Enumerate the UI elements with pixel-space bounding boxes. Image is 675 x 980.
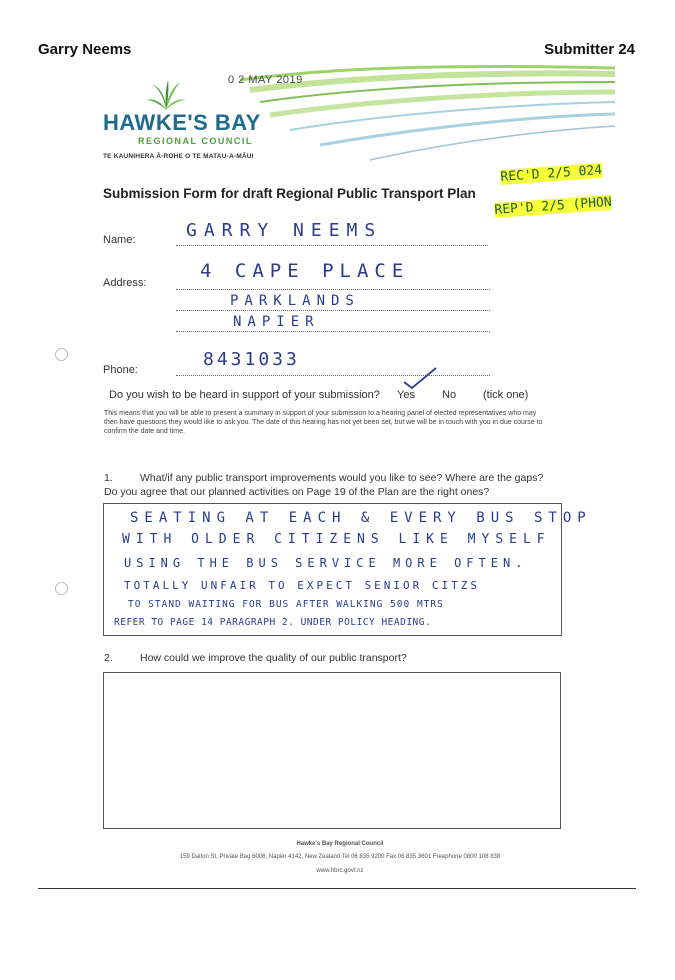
leaf-logo-icon (146, 80, 186, 110)
footer-org-name: Hawke's Bay Regional Council (296, 841, 384, 847)
heard-hint: (tick one) (483, 389, 529, 401)
answer-line: USING THE BUS SERVICE MORE OFTEN. (124, 556, 528, 570)
punch-hole-icon (55, 348, 68, 361)
replied-annotation: REP'D 2/5 (PHON (494, 194, 613, 218)
received-date-stamp: 0 2 MAY 2019 (228, 74, 303, 86)
address-line-3 (176, 331, 490, 332)
question-2-number: 2. (104, 652, 113, 664)
answer-line: TOTALLY UNFAIR TO EXPECT SENIOR CITZS (124, 579, 481, 592)
phone-label: Phone: (103, 364, 138, 376)
heard-question: Do you wish to be heard in support of yo… (109, 389, 380, 401)
name-label: Name: (103, 234, 136, 246)
question-2-answer-box[interactable] (103, 672, 561, 829)
logo-maori-name: TE KAUNIHERA Ā-ROHE O TE MATAU-A-MĀUI (103, 153, 254, 160)
question-1-answer-box[interactable]: SEATING AT EACH & EVERY BUS STOP WITH OL… (103, 503, 586, 636)
footer-website: www.hbrc.govt.nz (316, 868, 364, 874)
address-label: Address: (103, 277, 147, 289)
address-field-line-2[interactable]: PARKLANDS (230, 293, 360, 309)
phone-line (176, 375, 490, 376)
hearing-info-text: This means that you will be able to pres… (104, 410, 543, 435)
address-field-line-1[interactable]: 4 CAPE PLACE (200, 260, 410, 282)
header-swoosh-graphic (239, 64, 616, 161)
bottom-divider (38, 888, 636, 889)
punch-hole-icon (55, 582, 68, 595)
question-2-text: How could we improve the quality of our … (140, 652, 407, 664)
logo-wordmark: HAWKE'S BAY (103, 110, 261, 135)
answer-line: WITH OLDER CITIZENS LIKE MYSELF (122, 532, 551, 547)
address-line-1 (176, 289, 490, 290)
name-line (176, 245, 488, 246)
address-field-line-3[interactable]: NAPIER (233, 314, 320, 330)
address-line-2 (176, 310, 490, 311)
question-1-text: What/if any public transport improvement… (104, 472, 544, 498)
answer-line: SEATING AT EACH & EVERY BUS STOP (130, 510, 592, 526)
answer-line: TO STAND WAITING FOR BUS AFTER WALKING 5… (128, 599, 444, 610)
submitter-number-header: Submitter 24 (544, 41, 635, 58)
footer-address: 159 Dalton St, Private Bag 6006, Napier … (179, 854, 501, 860)
question-1-number: 1. (104, 472, 113, 484)
logo-subtitle: REGIONAL COUNCIL (138, 136, 253, 146)
answer-line: REFER TO PAGE 14 PARAGRAPH 2. UNDER POLI… (114, 617, 432, 628)
submitter-name-header: Garry Neems (38, 41, 132, 58)
heard-no-option[interactable]: No (442, 389, 457, 401)
tick-mark-icon (403, 367, 437, 390)
heard-yes-option[interactable]: Yes (397, 389, 415, 401)
name-field[interactable]: GARRY NEEMS (186, 220, 383, 241)
phone-field[interactable]: 8431033 (203, 349, 300, 370)
form-title: Submission Form for draft Regional Publi… (103, 186, 476, 201)
